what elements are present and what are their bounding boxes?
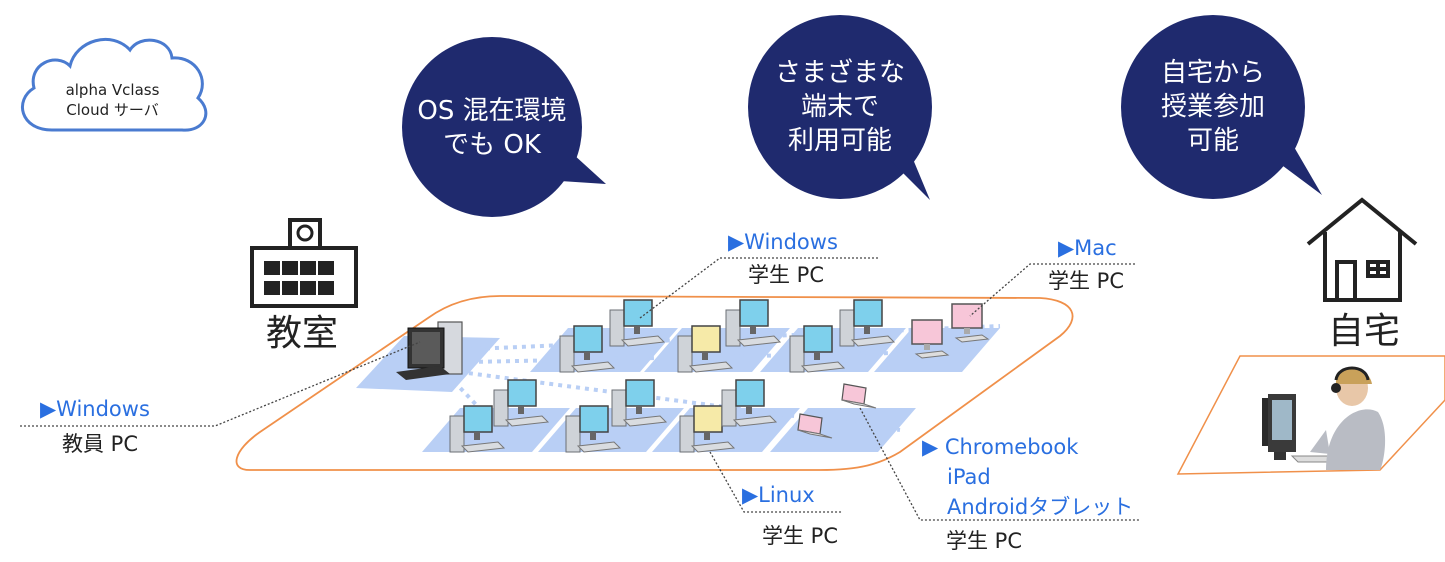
cloud-line-2: Cloud サーバ [66, 101, 159, 119]
bubble-os-line-2: でも OK [443, 130, 541, 160]
other-os-ipad: iPad [947, 465, 991, 489]
other-devices-os-label: ▶ Chromebook iPad Androidタブレット [922, 432, 1133, 522]
windows-student-role-label: 学生 PC [748, 263, 825, 287]
bubble-devices-line-1: さまざまな [774, 58, 905, 88]
callout-leaders [20, 257, 1140, 521]
bubble-devices-text: さまざまな 端末で 利用可能 [748, 56, 932, 158]
teacher-pc [396, 321, 463, 380]
windows-student-os-label: ▶Windows [728, 230, 838, 254]
student-pc [611, 379, 667, 427]
cloud-line-1: alpha Vclass [65, 81, 160, 99]
home-label: 自宅 [1328, 311, 1401, 352]
student-pc [839, 299, 895, 347]
bubble-home-participation [1121, 15, 1322, 199]
linux-student-role-label: 学生 PC [762, 524, 839, 548]
other-os-android: Androidタブレット [947, 495, 1134, 519]
classroom-area-outline [235, 295, 1074, 471]
cloud-shape [20, 38, 208, 132]
school-building-icon [250, 218, 358, 308]
bubble-os-line-1: OS 混在環境 [417, 96, 567, 126]
other-os-chromebook: ▶ Chromebook [922, 435, 1079, 459]
mac-student-role-label: 学生 PC [1048, 269, 1125, 293]
house-icon [1306, 197, 1418, 302]
teacher-os-label: ▶Windows [40, 397, 150, 421]
student-pc-windows [609, 299, 665, 347]
bubble-home-text: 自宅から 授業参加 可能 [1121, 56, 1305, 158]
home-student-illustration [1262, 366, 1386, 470]
bubble-home-line-2: 授業参加 [1160, 92, 1265, 122]
mac-student-os-label: ▶Mac [1058, 236, 1117, 260]
student-tablet-device [841, 383, 877, 409]
student-pc [725, 299, 781, 347]
student-pc [721, 379, 777, 427]
student-pc [493, 379, 549, 427]
teacher-role-label: 教員 PC [62, 432, 139, 456]
linux-student-os-label: ▶Linux [742, 483, 815, 507]
bubble-various-devices [748, 15, 932, 200]
bubble-devices-line-2: 端末で [800, 92, 879, 122]
bubble-os-mixed [402, 37, 606, 217]
bubble-devices-line-3: 利用可能 [787, 126, 892, 156]
cloud-server-label: alpha Vclass Cloud サーバ [30, 80, 195, 120]
bubble-home-line-1: 自宅から [1160, 58, 1265, 88]
classroom-label: 教室 [266, 313, 339, 354]
bubble-home-line-3: 可能 [1186, 126, 1239, 156]
other-devices-role-label: 学生 PC [946, 529, 1023, 553]
bubble-os-mixed-text: OS 混在環境 でも OK [402, 94, 582, 162]
